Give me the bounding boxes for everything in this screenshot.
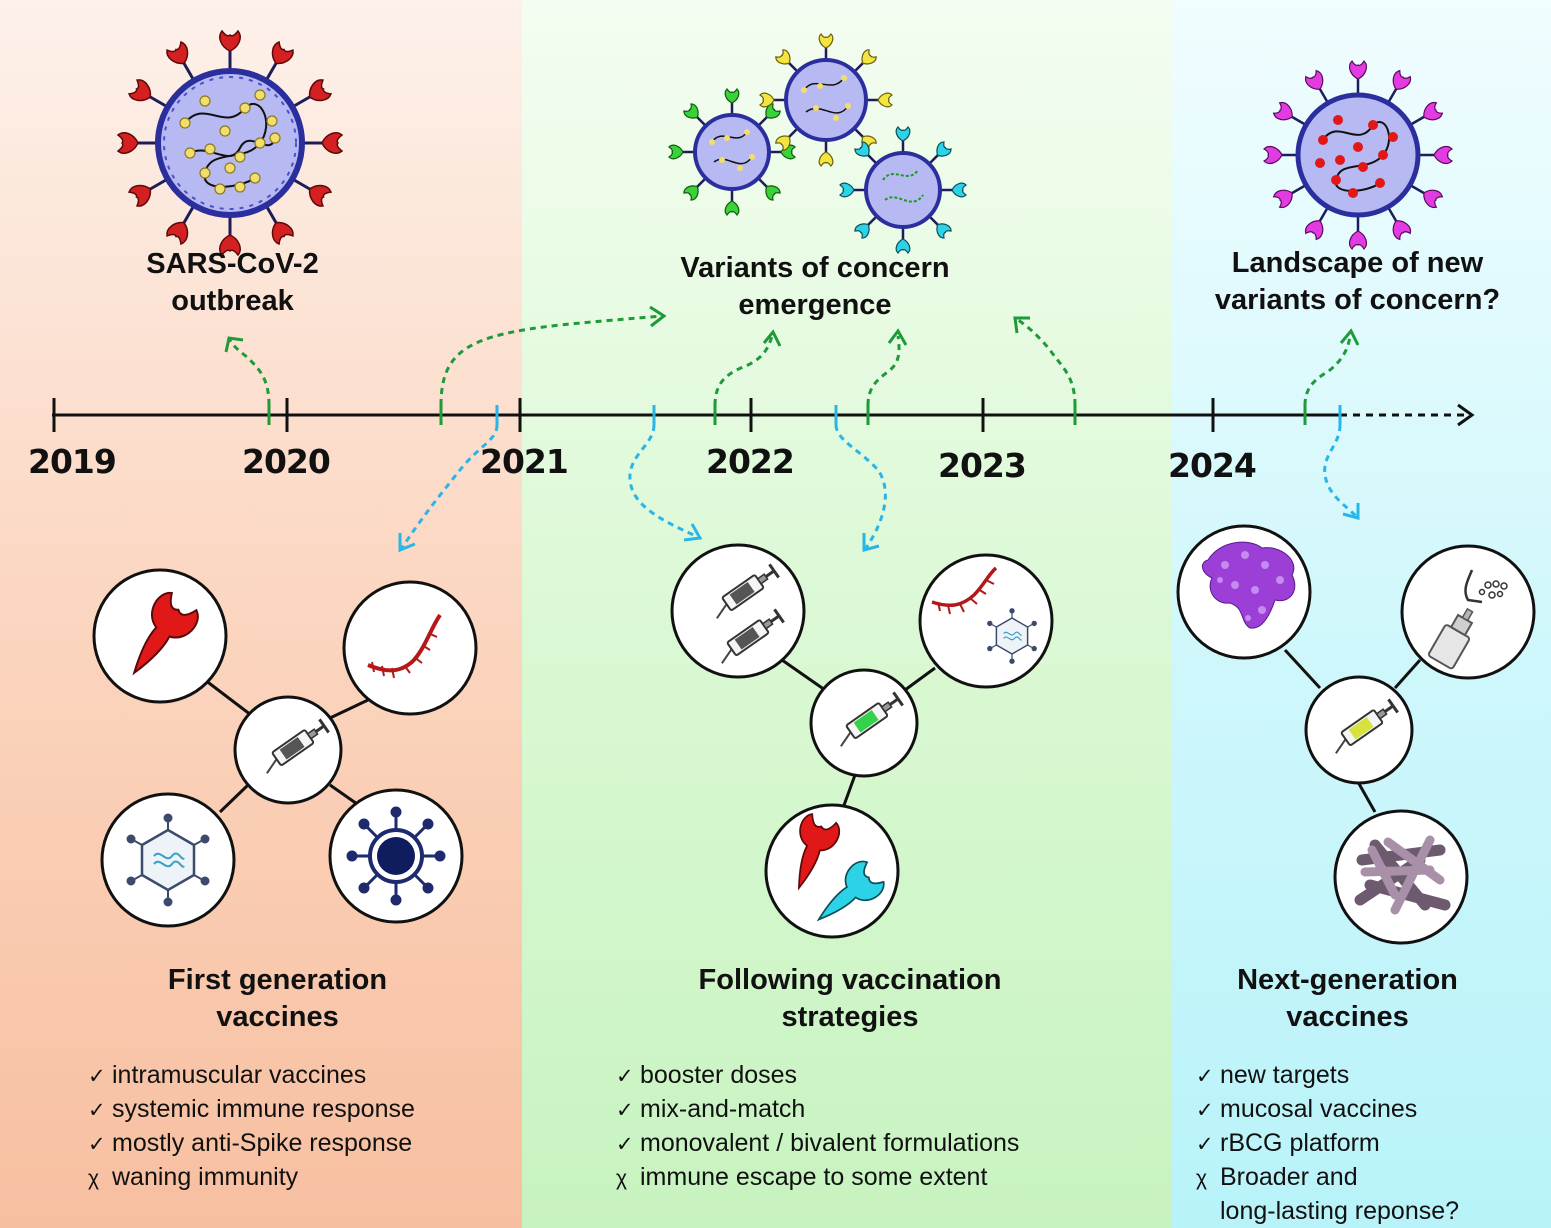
list-item: ✓mucosal vaccines (1196, 1093, 1459, 1127)
inactivated-virus-icon (346, 806, 446, 906)
check-mark-icon: ✓ (616, 1133, 634, 1156)
list-item: ✓mostly anti-Spike response (88, 1127, 415, 1161)
list-item: ✓new targets (1196, 1059, 1459, 1093)
protein-antigen-icon (1202, 541, 1296, 629)
following-strategies-title: Following vaccination strategies (655, 962, 1045, 1036)
following-title-line2: strategies (781, 1001, 919, 1033)
next-generation-network (1283, 648, 1422, 813)
spike-protein-icon (132, 591, 199, 676)
outbreak-label-line1: SARS-CoV-2 (146, 248, 319, 280)
landscape-label-line2: variants of concern? (1214, 284, 1501, 316)
year-label-2020: 2020 (242, 442, 331, 481)
first-generation-title-line1: First generation (167, 964, 388, 996)
mrna-adenovirus-circle (918, 553, 1054, 689)
variants-label-line1: Variants of concern (680, 252, 950, 284)
variants-label: Variants of concern emergence (645, 250, 985, 324)
first-generation-title-line2: vaccines (216, 1001, 339, 1033)
sars-cov-2-virion-icon (116, 29, 344, 257)
vaccine-arrows (398, 424, 1360, 553)
list-item: ✓systemic immune response (88, 1093, 415, 1127)
following-title-line1: Following vaccination (698, 964, 1002, 996)
spike-protein-original-icon (797, 813, 841, 891)
year-label-2022: 2022 (706, 442, 795, 481)
syringe-yellow-icon (1335, 698, 1399, 754)
check-mark-icon: ✓ (616, 1065, 634, 1088)
list-item: ✓mix-and-match (616, 1093, 1019, 1127)
check-mark-icon: ✓ (1196, 1065, 1214, 1088)
list-item: ✓monovalent / bivalent formulations (616, 1127, 1019, 1161)
nasal-spray-icon (1427, 569, 1508, 670)
check-mark-icon: ✓ (1196, 1099, 1214, 1122)
list-item: long-lasting reponse? (1220, 1197, 1460, 1225)
spike-protein-variant-icon (816, 860, 885, 922)
following-strategies-panel (522, 0, 1172, 1228)
check-mark-icon: ✓ (88, 1099, 106, 1122)
outbreak-label: SARS-CoV-2 outbreak (100, 246, 365, 320)
check-mark-icon: ✓ (88, 1133, 106, 1156)
check-mark-icon: ✓ (1196, 1133, 1214, 1156)
year-label-2023: 2023 (938, 446, 1027, 485)
list-item: ✓rBCG platform (1196, 1127, 1459, 1161)
mrna-vaccine-circle (342, 580, 478, 716)
bcg-bacteria-icon (1354, 835, 1451, 915)
mrna-icon (367, 613, 442, 679)
check-mark-icon: ✓ (616, 1099, 634, 1122)
variant-virion-cyan-icon (838, 125, 968, 255)
list-item: ✓intramuscular vaccines (88, 1059, 415, 1093)
cross-mark-icon: χ (88, 1167, 100, 1190)
mrna-icon (931, 566, 998, 615)
timeline-axis (52, 398, 1475, 432)
variants-label-line2: emergence (738, 289, 892, 321)
landscape-label-line1: Landscape of new (1231, 247, 1484, 279)
next-generation-title-line1: Next-generation (1237, 964, 1458, 996)
next-generation-title: Next-generation vaccines (1190, 962, 1505, 1036)
year-label-2019: 2019 (28, 442, 117, 481)
variant-arrows (224, 305, 1360, 406)
bivalent-spike-circle (764, 803, 900, 939)
variant-virion-green-icon (667, 87, 797, 217)
year-label-2021: 2021 (480, 442, 569, 481)
syringe-green-icon (840, 691, 904, 747)
cross-mark-icon: χ (1196, 1167, 1208, 1190)
variant-virion-yellow-icon (758, 32, 894, 168)
first-generation-list: ✓intramuscular vaccines ✓systemic immune… (88, 1059, 415, 1195)
next-generation-list: ✓new targets ✓mucosal vaccines ✓rBCG pla… (1196, 1059, 1459, 1227)
list-item: ✓booster doses (616, 1059, 1019, 1093)
first-generation-title: First generation vaccines (115, 962, 440, 1036)
landscape-label: Landscape of new variants of concern? (1180, 245, 1535, 319)
check-mark-icon: ✓ (88, 1065, 106, 1088)
outbreak-label-line2: outbreak (171, 285, 294, 317)
following-strategies-list: ✓booster doses ✓mix-and-match ✓monovalen… (616, 1059, 1019, 1195)
year-label-2024: 2024 (1168, 446, 1257, 485)
new-variant-virion-icon (1262, 59, 1454, 251)
booster-circle (670, 543, 806, 679)
next-generation-title-line2: vaccines (1286, 1001, 1409, 1033)
following-network (781, 658, 936, 809)
cross-mark-icon: χ (616, 1167, 628, 1190)
